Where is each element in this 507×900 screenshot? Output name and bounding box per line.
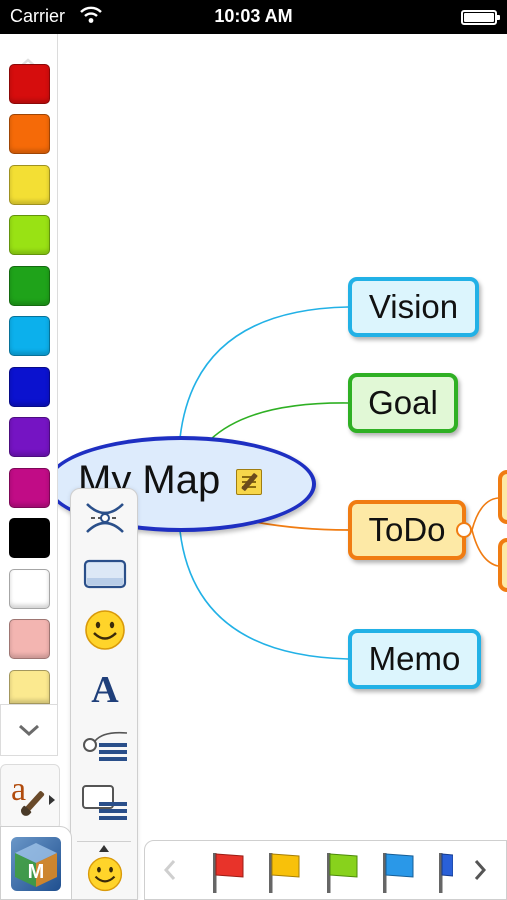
topic-todo[interactable]: ToDo [348,500,466,560]
color-swatch[interactable] [9,367,50,407]
topic-label: Memo [368,640,461,677]
boundary-tool-icon [83,559,127,589]
palette-scroll-down[interactable] [0,704,58,756]
layout-icon [82,785,127,820]
color-swatch[interactable] [9,619,50,659]
svg-text:A: A [91,669,119,708]
toolbar-scroll-up-icon[interactable] [99,845,109,852]
chevron-down-icon [19,724,39,737]
relationship-tool-button[interactable] [79,495,131,541]
green-flag-icon[interactable] [321,849,361,895]
red-flag-icon[interactable] [207,849,247,895]
topic-memo[interactable]: Memo [348,629,481,689]
subtopic-partial[interactable] [498,470,507,524]
emoji-picker-button[interactable] [79,851,131,897]
relationship-tool-icon [86,503,124,533]
topic-label: Vision [368,288,459,325]
battery-icon [461,10,500,25]
disclosure-arrow-icon [49,795,55,805]
carrier-label: Carrier [10,6,66,26]
connector-todo-sub2 [471,529,499,567]
format-painter-button[interactable]: a [0,764,60,830]
color-swatch[interactable] [9,569,50,609]
emoji-tool-button[interactable] [79,607,131,653]
color-swatch[interactable] [9,518,50,558]
yellow-flag-icon[interactable] [263,849,303,895]
blue-flag-icon[interactable] [377,849,417,895]
topic-goal[interactable]: Goal [348,373,458,433]
text-format-icon: A [91,669,119,708]
dark-blue-flag-icon[interactable] [433,849,453,895]
color-palette [0,34,58,704]
app-menu-button[interactable]: M [0,826,72,900]
connector-memo [179,530,349,660]
color-swatch[interactable] [9,266,50,306]
color-swatch[interactable] [9,417,50,457]
color-swatch[interactable] [9,468,50,508]
chevron-right-icon[interactable] [473,859,487,881]
topic-style-icon [83,731,128,761]
layout-button[interactable] [79,779,131,825]
color-swatch[interactable] [9,215,50,255]
toolbar-divider [77,841,131,842]
topic-vision[interactable]: Vision [348,277,479,337]
logo-cube-shading: M [15,843,57,887]
svg-text:M: M [28,861,45,883]
flag-toolbar [144,840,507,900]
color-swatch[interactable] [9,114,50,154]
format-letter-icon: a [11,771,27,808]
connector-todo-sub1 [471,497,499,531]
text-format-button[interactable]: A [79,665,131,711]
subtopic-partial[interactable] [498,538,507,592]
boundary-tool-button[interactable] [79,551,131,597]
connector-todo [254,521,349,531]
connector-vision [179,306,349,439]
color-swatch[interactable] [9,316,50,356]
topic-label: ToDo [368,511,446,548]
collapse-toggle[interactable] [456,522,472,538]
topic-label: Goal [368,384,438,421]
clock: 10:03 AM [214,6,293,26]
paintbrush-icon [23,790,45,814]
status-bar: Carrier 10:03 AM [0,0,507,34]
color-swatch[interactable] [9,165,50,205]
smiley-icon [87,856,123,892]
topic-style-button[interactable] [79,721,131,767]
insert-toolbar: A [70,488,138,900]
connector-goal [209,402,349,441]
smiley-icon [85,610,125,650]
color-swatch[interactable] [9,670,50,704]
chevron-left-icon[interactable] [163,859,177,881]
note-icon[interactable] [236,469,262,495]
wifi-icon [80,6,102,23]
color-swatch[interactable] [9,64,50,104]
